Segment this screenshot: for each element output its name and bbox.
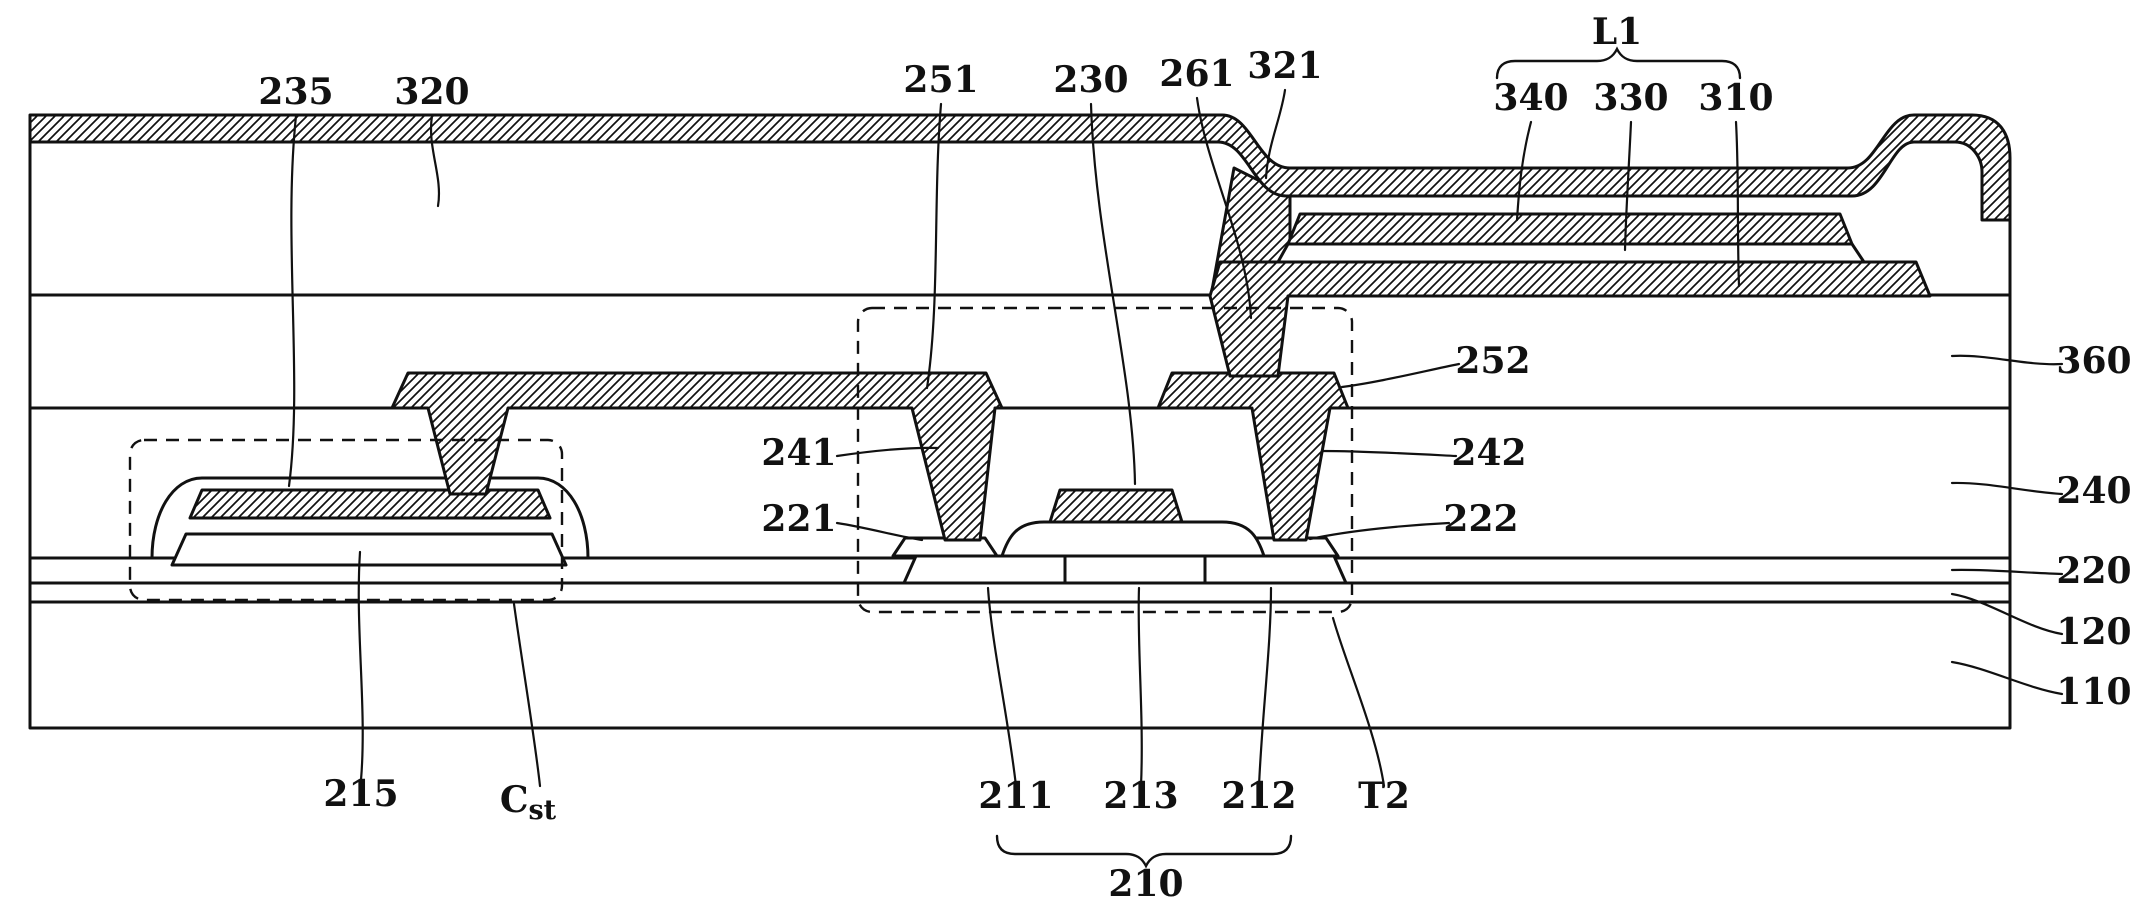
electrode-252-with-via-242 — [1156, 371, 1350, 542]
leader-215 — [357, 550, 364, 782]
source-drain-electrodes — [390, 371, 1350, 542]
label-310: 310 — [1698, 77, 1773, 119]
brace-210 — [995, 834, 1293, 869]
leader-340 — [1515, 120, 1533, 222]
label-cst-main: C — [500, 779, 529, 821]
leader-251 — [925, 102, 943, 390]
gate-insulator-bump — [1000, 520, 1266, 558]
leader-240 — [1950, 481, 2064, 496]
label-241: 241 — [761, 432, 836, 474]
leader-242 — [1320, 449, 1458, 458]
leader-220 — [1950, 568, 2064, 576]
label-251: 251 — [903, 59, 978, 101]
leader-320 — [429, 114, 441, 208]
label-120: 120 — [2056, 611, 2131, 653]
label-320: 320 — [394, 71, 469, 113]
leader-310 — [1734, 120, 1741, 288]
label-cst-subscript: st — [528, 795, 556, 826]
leader-t2 — [1331, 616, 1386, 788]
leader-235 — [287, 114, 298, 488]
leader-321 — [1264, 88, 1287, 180]
label-240: 240 — [2056, 470, 2131, 512]
label-340: 340 — [1493, 77, 1568, 119]
leader-221 — [835, 521, 924, 542]
leader-212 — [1257, 586, 1273, 788]
label-330: 330 — [1593, 77, 1668, 119]
label-261: 261 — [1159, 53, 1234, 95]
dashed-box-t2 — [856, 306, 1354, 614]
leader-211 — [986, 586, 1018, 788]
label-252: 252 — [1455, 340, 1530, 382]
label-221: 221 — [761, 498, 836, 540]
label-t2: T2 — [1358, 775, 1410, 817]
structure-side-edges — [28, 142, 2012, 295]
active-island-210 — [902, 554, 1348, 585]
reference-labels: 235 320 251 230 261 321 L1 340 330 310 3… — [258, 11, 2131, 905]
label-360: 360 — [2056, 340, 2131, 382]
capacitor-bottom-electrode-215 — [170, 532, 568, 567]
active-region-dividers-211-213-212 — [1063, 556, 1207, 583]
dashed-box-cst — [128, 438, 564, 602]
label-215: 215 — [323, 773, 398, 815]
layer-110-substrate — [28, 600, 2012, 730]
label-212: 212 — [1221, 775, 1296, 817]
transistor-t2-structure — [891, 488, 1348, 585]
leader-lines — [287, 88, 2064, 788]
anode-layer-310 — [1208, 260, 1932, 378]
label-110: 110 — [2056, 671, 2131, 713]
leader-222 — [1308, 521, 1451, 541]
electrode-251-with-via-241 — [390, 371, 1004, 542]
annotation-boxes — [128, 306, 1354, 614]
encapsulation-layer-320 — [28, 113, 2012, 222]
label-242: 242 — [1451, 432, 1526, 474]
capacitor-top-electrode-235 — [188, 488, 552, 520]
label-230: 230 — [1053, 59, 1128, 101]
capacitor-cst-structure — [150, 476, 590, 567]
leader-360 — [1950, 354, 2064, 366]
leader-213 — [1137, 586, 1143, 788]
layer-360-planarization — [28, 293, 2012, 410]
emission-layer-330 — [1276, 242, 1866, 264]
brace-l1 — [1495, 46, 1742, 80]
label-210: 210 — [1108, 863, 1183, 905]
label-cst: Cst — [500, 779, 557, 826]
label-235: 235 — [258, 71, 333, 113]
label-222: 222 — [1443, 498, 1518, 540]
label-220: 220 — [2056, 550, 2131, 592]
gate-electrode-230 — [1048, 488, 1184, 524]
label-l1: L1 — [1592, 11, 1642, 53]
label-211: 211 — [978, 775, 1053, 817]
leader-261 — [1195, 96, 1253, 320]
leader-110 — [1950, 660, 2064, 696]
leader-230 — [1089, 102, 1137, 486]
leader-330 — [1623, 120, 1633, 252]
leader-120 — [1950, 592, 2064, 636]
oled-stack-l1 — [1208, 166, 1932, 378]
leader-241 — [835, 446, 940, 458]
cathode-layer-340 — [1286, 212, 1854, 246]
label-321: 321 — [1247, 45, 1322, 87]
label-213: 213 — [1103, 775, 1178, 817]
leader-cst — [512, 602, 542, 788]
leader-252 — [1340, 362, 1461, 389]
braces — [995, 46, 1742, 869]
